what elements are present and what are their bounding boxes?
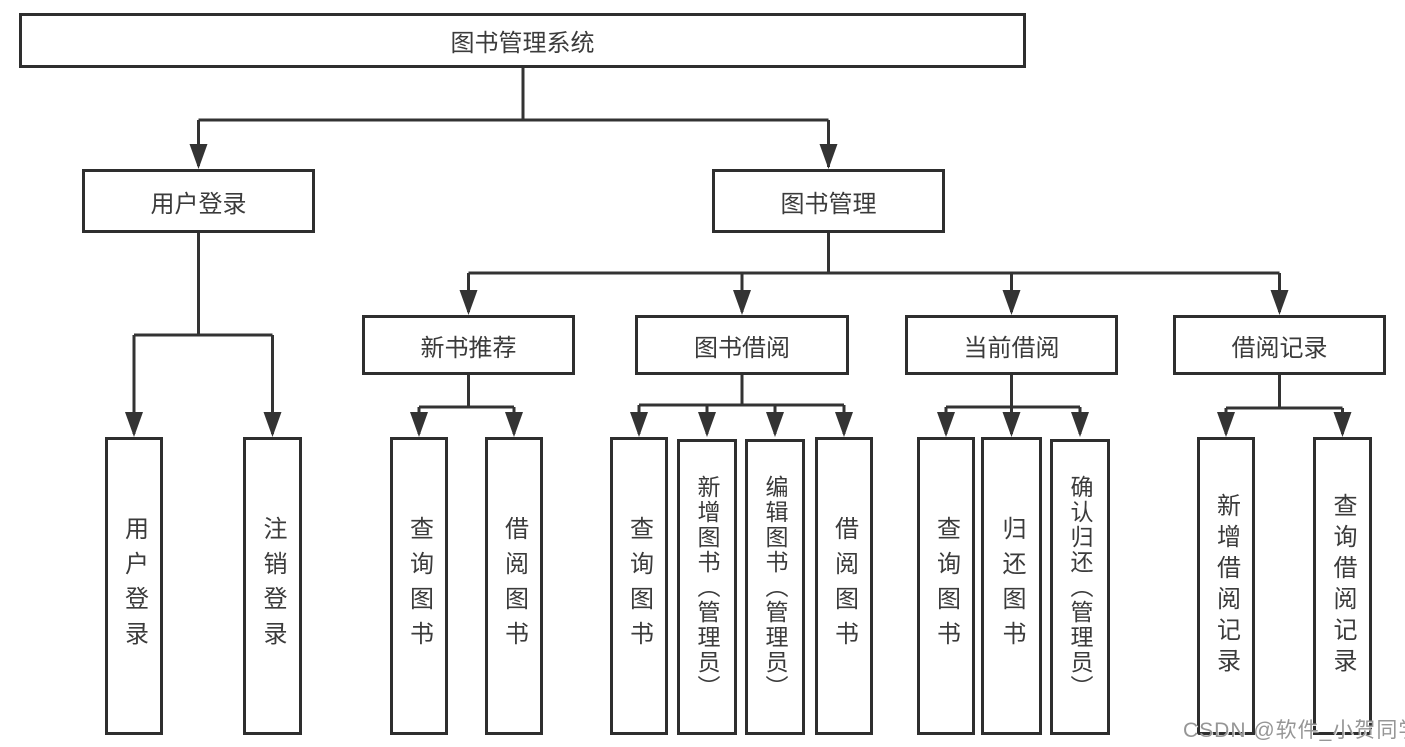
leaf-query-borrow-record: 查询借阅记录 bbox=[1313, 437, 1372, 735]
arrowhead-icons bbox=[125, 144, 1352, 437]
node-book-management: 图书管理 bbox=[712, 169, 945, 233]
node-label: 用户登录 bbox=[150, 190, 247, 218]
leaf-label: 确认归还（管理员） bbox=[1067, 474, 1093, 700]
leaf-label: 查询图书 bbox=[405, 516, 433, 656]
leaf-add-borrow-record: 新增借阅记录 bbox=[1197, 437, 1255, 735]
node-borrow-records: 借阅记录 bbox=[1173, 315, 1386, 375]
leaf-return-books: 归还图书 bbox=[981, 437, 1042, 735]
leaf-edit-books-admin: 编辑图书（管理员） bbox=[745, 439, 805, 735]
node-user-login: 用户登录 bbox=[82, 169, 315, 233]
leaf-label: 归还图书 bbox=[998, 516, 1025, 656]
leaf-label: 查询图书 bbox=[932, 516, 960, 656]
node-label: 图书管理 bbox=[780, 190, 877, 218]
leaf-confirm-return-admin: 确认归还（管理员） bbox=[1050, 439, 1110, 735]
leaf-borrow-books-2: 借阅图书 bbox=[815, 437, 873, 735]
leaf-query-books-1: 查询图书 bbox=[390, 437, 448, 735]
leaf-label: 用户登录 bbox=[120, 516, 148, 656]
node-label: 新书推荐 bbox=[420, 334, 517, 362]
leaf-query-books-2: 查询图书 bbox=[610, 437, 668, 735]
leaf-label: 新增图书（管理员） bbox=[694, 474, 720, 700]
leaf-label: 查询借阅记录 bbox=[1329, 493, 1356, 679]
node-label: 图书借阅 bbox=[694, 334, 790, 362]
leaf-add-books-admin: 新增图书（管理员） bbox=[677, 439, 737, 735]
leaf-borrow-books-1: 借阅图书 bbox=[485, 437, 543, 735]
leaf-label: 借阅图书 bbox=[500, 516, 528, 656]
node-current-borrowing: 当前借阅 bbox=[905, 315, 1118, 375]
node-label: 当前借阅 bbox=[963, 334, 1060, 362]
node-new-book-recommendation: 新书推荐 bbox=[362, 315, 575, 375]
leaf-label: 注销登录 bbox=[259, 516, 286, 656]
leaf-label: 借阅图书 bbox=[830, 516, 858, 656]
leaf-logout: 注销登录 bbox=[243, 437, 302, 735]
node-book-borrowing: 图书借阅 bbox=[635, 315, 849, 375]
node-label: 借阅记录 bbox=[1231, 334, 1328, 362]
csdn-watermark: CSDN @软件_小贺同学 bbox=[1183, 719, 1405, 742]
leaf-query-books-3: 查询图书 bbox=[917, 437, 975, 735]
leaf-label: 新增借阅记录 bbox=[1212, 493, 1240, 679]
leaf-user-login: 用户登录 bbox=[105, 437, 163, 735]
node-library-management-system: 图书管理系统 bbox=[19, 13, 1026, 68]
leaf-label: 编辑图书（管理员） bbox=[762, 474, 788, 700]
node-label: 图书管理系统 bbox=[450, 30, 595, 57]
leaf-label: 查询图书 bbox=[625, 516, 653, 656]
